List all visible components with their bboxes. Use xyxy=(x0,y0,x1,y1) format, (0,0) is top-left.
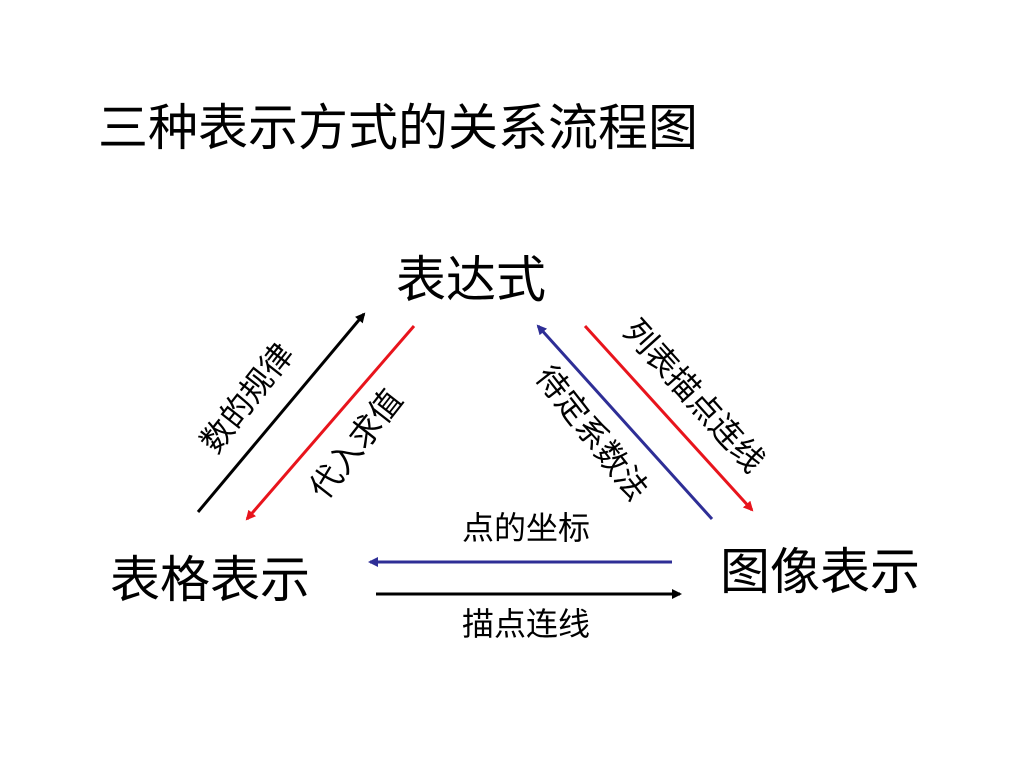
node-graph: 图像表示 xyxy=(720,543,920,601)
node-expression: 表达式 xyxy=(396,251,546,309)
arrow-expression-to-table xyxy=(245,325,416,521)
arrow-expression-to-graph xyxy=(583,324,754,512)
label-plot-connect: 描点连线 xyxy=(461,605,591,643)
arrow-graph-to-expression xyxy=(536,324,714,521)
node-table: 表格表示 xyxy=(110,551,310,609)
arrow-table-to-expression xyxy=(196,312,366,513)
page-title: 三种表示方式的关系流程图 xyxy=(98,99,698,157)
label-point-coordinates: 点的坐标 xyxy=(461,509,591,547)
